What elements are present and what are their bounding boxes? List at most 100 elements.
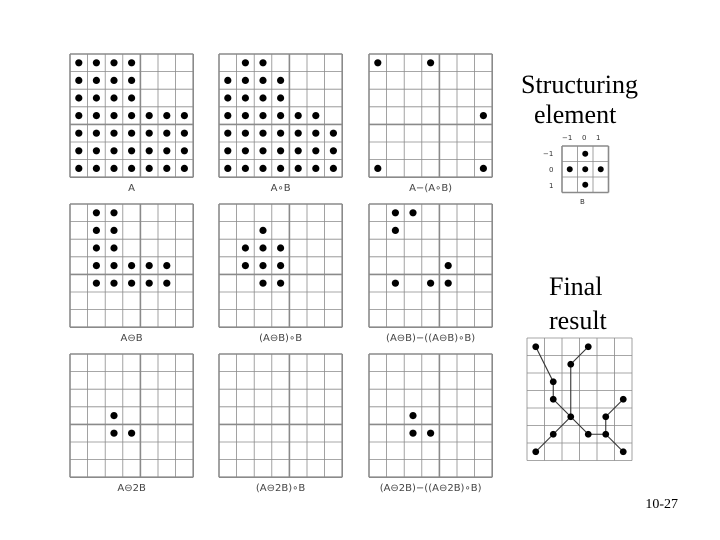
- final-result-link: [535, 433, 554, 453]
- panel-9-dot: [409, 412, 417, 420]
- panel-4-dot: [110, 226, 118, 234]
- panel-1-dot: [128, 147, 136, 155]
- panel-2-dot: [329, 129, 337, 137]
- panel-1-dot: [180, 129, 188, 137]
- structuring-element-dot: [566, 166, 573, 173]
- panel-2-dot: [259, 129, 267, 137]
- panel-1-dot: [92, 164, 100, 172]
- panel-1-dot: [145, 112, 153, 120]
- panel-2-dot: [329, 147, 337, 155]
- panel-2-dot: [294, 147, 302, 155]
- panel-2-dot: [277, 129, 285, 137]
- panel-2-dot: [241, 94, 249, 102]
- final-result-dot: [602, 413, 610, 421]
- panel-4-dot: [110, 262, 118, 270]
- panel-2-dot: [241, 76, 249, 84]
- panel-5-grid: [218, 203, 344, 329]
- panel-6-dot: [409, 209, 417, 217]
- final-result-dot: [584, 343, 592, 351]
- panel-1-dot: [92, 94, 100, 102]
- slide-number: 10-27: [645, 497, 678, 512]
- final-result-link: [605, 398, 624, 418]
- panel-2-dot: [224, 129, 232, 137]
- panel-1-dot: [163, 164, 171, 172]
- structuring-element-heading-line1: Structuring: [521, 70, 638, 99]
- panel-4-grid: [69, 203, 194, 329]
- final-result-dot: [619, 448, 627, 456]
- panel-1-dot: [180, 164, 188, 172]
- panel-3-dot: [374, 59, 382, 67]
- panel-3-dot: [479, 164, 487, 172]
- panel-6-grid: [368, 203, 494, 329]
- panel-1-dot: [92, 76, 100, 84]
- panel-1-dot: [110, 94, 118, 102]
- panel-1-dot: [110, 147, 118, 155]
- panel-6-dot: [444, 279, 452, 287]
- panel-2-dot: [224, 164, 232, 172]
- final-result-link: [570, 346, 589, 365]
- panel-1-dot: [128, 76, 136, 84]
- panel-5-dot: [277, 279, 285, 287]
- panel-6-dot: [444, 262, 452, 270]
- se-col-label-neg1: −1: [562, 134, 573, 142]
- panel-1-dot: [145, 164, 153, 172]
- panel-9-grid: [368, 353, 494, 479]
- panel-2-dot: [224, 147, 232, 155]
- panel-1-dot: [110, 112, 118, 120]
- panel-1-dot: [110, 164, 118, 172]
- panel-1-dot: [75, 147, 83, 155]
- panel-1-label: A: [128, 183, 136, 195]
- final-result-link: [535, 346, 554, 382]
- panel-4-dot: [110, 209, 118, 217]
- panel-1-dot: [92, 59, 100, 67]
- structuring-element-dot: [597, 166, 604, 173]
- panel-4-label: A⊖B: [120, 333, 143, 345]
- panel-5-dot: [259, 279, 267, 287]
- panel-1-dot: [92, 147, 100, 155]
- panel-1-dot: [75, 76, 83, 84]
- panel-2-dot: [312, 147, 320, 155]
- final-result-dot: [549, 430, 557, 438]
- structuring-element-dot: [582, 166, 589, 173]
- panel-2-dot: [259, 164, 267, 172]
- panel-2-dot: [259, 59, 267, 67]
- structuring-element-dot: [582, 150, 589, 157]
- final-result-link: [552, 416, 572, 435]
- panel-1-dot: [92, 129, 100, 137]
- panel-4-dot: [110, 244, 118, 252]
- panel-4-dot: [110, 279, 118, 287]
- panel-7-dot: [110, 429, 118, 437]
- structuring-element-grid: [561, 145, 610, 194]
- panel-1-dot: [163, 147, 171, 155]
- panel-2-dot: [241, 59, 249, 67]
- structuring-element-dot: [582, 181, 589, 188]
- se-caption: B: [580, 198, 585, 206]
- final-result-dot: [567, 413, 575, 421]
- panel-3-dot: [374, 164, 382, 172]
- panel-1-dot: [128, 129, 136, 137]
- panel-8-label: (A⊖2B)∘B: [255, 483, 306, 495]
- panel-5-dot: [241, 244, 249, 252]
- panel-1-dot: [110, 76, 118, 84]
- panel-1-dot: [128, 164, 136, 172]
- panel-6-dot: [391, 226, 399, 234]
- final-result-dot: [584, 430, 592, 438]
- panel-1-dot: [110, 129, 118, 137]
- panel-2-dot: [312, 112, 320, 120]
- panel-1-dot: [163, 129, 171, 137]
- panel-4-dot: [163, 279, 171, 287]
- panel-8-grid: [218, 353, 344, 479]
- panel-1-dot: [75, 94, 83, 102]
- panel-4-dot: [92, 279, 100, 287]
- panel-2-dot: [241, 112, 249, 120]
- panel-1-dot: [180, 147, 188, 155]
- panel-5-dot: [259, 262, 267, 270]
- panel-1-dot: [145, 147, 153, 155]
- panel-2-dot: [259, 76, 267, 84]
- panel-7-grid: [69, 353, 194, 479]
- panel-4-dot: [92, 262, 100, 270]
- panel-2-dot: [241, 129, 249, 137]
- panel-9-dot: [427, 429, 435, 437]
- panel-2-dot: [277, 76, 285, 84]
- panel-4-dot: [92, 209, 100, 217]
